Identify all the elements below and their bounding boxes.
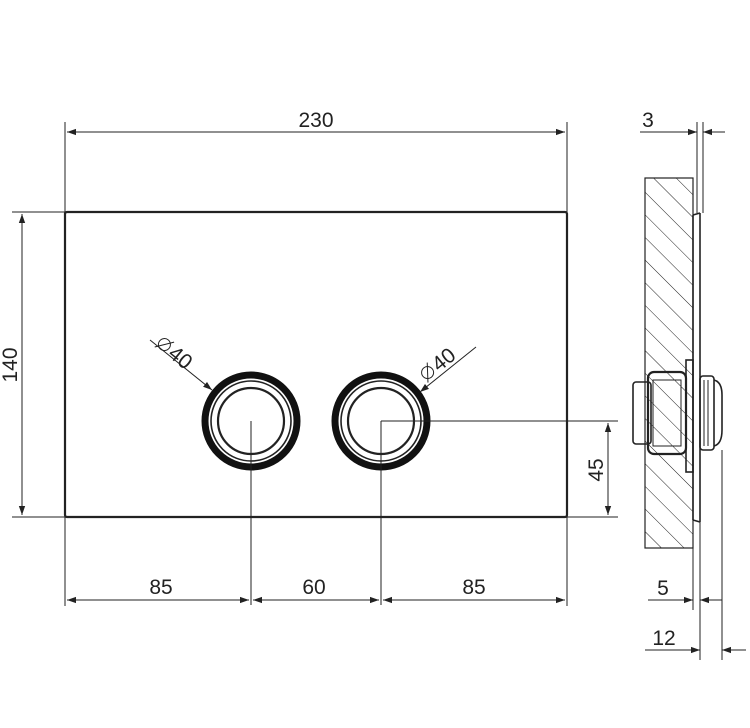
total-depth-label: 12 (652, 627, 675, 650)
height-dimension: 140 (0, 211, 65, 518)
total-depth-dimension: 12 (645, 450, 746, 660)
right-diameter-callout: 40 (419, 344, 477, 393)
front-view: 230 140 85 60 85 45 (0, 109, 618, 606)
button-height-label: 45 (585, 458, 608, 481)
width-dimension: 230 (64, 109, 568, 212)
spacing-middle-label: 60 (302, 576, 325, 599)
plate-outline (63, 210, 569, 519)
side-view: 3 5 12 (632, 109, 746, 660)
right-diameter-label: 40 (428, 344, 461, 377)
button-mechanism-profile (632, 370, 723, 456)
wall-offset-label: 5 (657, 577, 669, 600)
left-diameter-label: 40 (164, 342, 197, 375)
width-label: 230 (298, 109, 333, 132)
wall-offset-dimension: 5 (648, 520, 722, 660)
left-diameter-callout: 40 (149, 338, 213, 391)
spacing-right-label: 85 (462, 576, 485, 599)
plate-thickness-dimension: 3 (640, 109, 725, 213)
wall-section (644, 177, 694, 549)
button-height-dimension: 45 (567, 423, 618, 518)
height-label: 140 (0, 347, 22, 382)
spacing-left-label: 85 (149, 576, 172, 599)
plate-thickness-label: 3 (642, 109, 654, 132)
bottom-spacing-dimensions: 85 60 85 (64, 517, 568, 606)
